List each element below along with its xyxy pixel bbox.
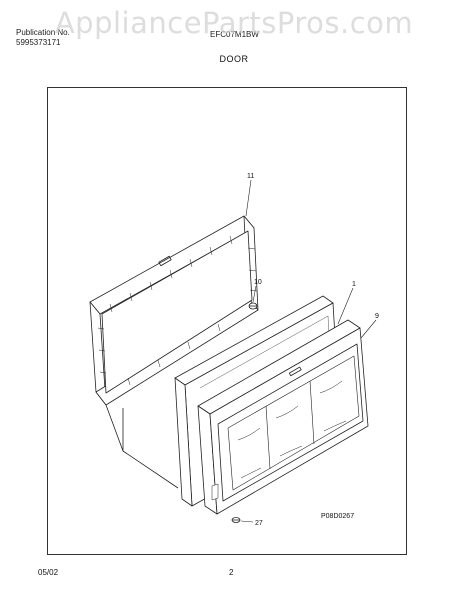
door-gasket-part [89, 215, 259, 406]
leader-line-10 [252, 285, 257, 303]
callout-1: 1 [352, 281, 356, 288]
leader-line-1 [337, 287, 354, 325]
section-title: DOOR [219, 54, 249, 64]
callout-27: 27 [255, 520, 263, 527]
leader-line-11 [245, 179, 252, 217]
footer-date: 05/02 [38, 568, 59, 577]
leader-line-27 [240, 520, 254, 523]
screw-part-10 [248, 302, 258, 310]
model-number: EFC07M1BW [210, 30, 259, 39]
footer-page-number: 2 [229, 568, 234, 577]
callout-9: 9 [375, 313, 379, 320]
drawing-code: P08D0267 [321, 513, 355, 520]
cabinet-outline [105, 404, 179, 489]
callout-10: 10 [254, 279, 262, 286]
publication-number: 5995373171 [16, 38, 61, 47]
publication-label: Publication No. [16, 28, 70, 37]
callout-11: 11 [247, 173, 254, 180]
exploded-diagram-frame: 11 10 1 9 27 [47, 87, 407, 555]
callout-labels: 11 10 1 9 27 [247, 173, 379, 527]
screw-part-27 [231, 517, 241, 523]
outer-door-part [197, 319, 369, 515]
exploded-door-diagram: 11 10 1 9 27 [89, 173, 379, 527]
leader-line-9 [360, 319, 377, 339]
